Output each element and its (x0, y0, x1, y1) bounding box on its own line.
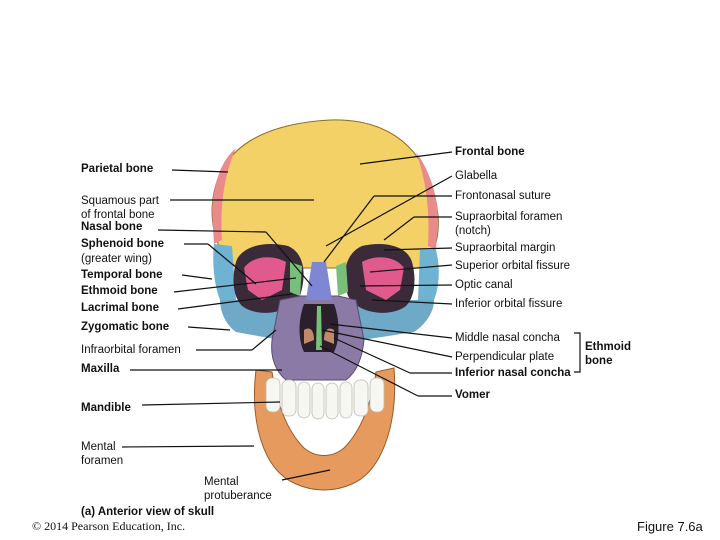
label-perpendicular-plate: Perpendicular plate (455, 351, 555, 363)
label-squamous-frontal: of frontal bone (81, 209, 155, 221)
label-squamous-part: Squamous part (81, 195, 159, 207)
temporal-bone-right-shape (418, 250, 439, 300)
ethmoid-right-shape (336, 262, 348, 296)
label-mental-foramen: Mental (81, 441, 116, 453)
vomer-shape (316, 306, 322, 350)
label-supraorbital-foramen: Supraorbital foramen (455, 211, 563, 223)
label-ethmoid-group: Ethmoid (585, 341, 631, 353)
label-mental-foramen-line2: foramen (81, 455, 124, 467)
mandible-shape (254, 367, 396, 491)
label-parietal-bone: Parietal bone (81, 163, 154, 175)
label-nasal-bone: Nasal bone (81, 221, 143, 233)
label-maxilla: Maxilla (81, 363, 120, 375)
figure-number: Figure 7.6a (637, 519, 703, 534)
label-supraorbital-foramen-notch: (notch) (455, 225, 491, 237)
label-middle-nasal-concha: Middle nasal concha (455, 332, 560, 344)
label-optic-canal: Optic canal (455, 279, 513, 291)
inferior-concha-left-shape (304, 328, 314, 344)
figure-caption: (a) Anterior view of skull (81, 506, 215, 518)
label-mandible: Mandible (81, 402, 131, 414)
frontal-bone-shape (211, 119, 439, 269)
copyright-notice: © 2014 Pearson Education, Inc. (32, 519, 186, 533)
label-vomer: Vomer (455, 389, 490, 401)
label-sphenoid-greater-wing: (greater wing) (81, 253, 152, 265)
parietal-bone-left-shape (212, 148, 236, 244)
label-ethmoid-group-bone: bone (585, 355, 613, 367)
parietal-bone-right-shape (416, 152, 438, 250)
label-mental-protuberance: Mental (204, 476, 239, 488)
teeth-group (265, 377, 385, 420)
leader-lines (121, 151, 581, 481)
label-inferior-orbital-fissure: Inferior orbital fissure (455, 298, 563, 310)
label-frontonasal-suture: Frontonasal suture (455, 190, 551, 202)
sphenoid-left-shape (244, 257, 286, 300)
label-lacrimal-bone: Lacrimal bone (81, 302, 159, 314)
label-frontal-bone: Frontal bone (455, 146, 525, 158)
label-sphenoid-bone: Sphenoid bone (81, 238, 165, 250)
label-mental-protuberance-line2: protuberance (204, 490, 272, 502)
label-ethmoid-bone: Ethmoid bone (81, 285, 158, 297)
label-glabella: Glabella (455, 170, 498, 182)
sphenoid-right-shape (362, 257, 404, 300)
label-supraorbital-margin: Supraorbital margin (455, 242, 556, 254)
label-infraorbital-foramen: Infraorbital foramen (81, 344, 181, 356)
label-inferior-nasal-concha: Inferior nasal concha (455, 367, 571, 379)
nasal-bone-shape (306, 262, 332, 300)
label-temporal-bone: Temporal bone (81, 269, 163, 281)
label-zygomatic-bone: Zygomatic bone (81, 321, 170, 333)
label-superior-orbital-fissure: Superior orbital fissure (455, 260, 571, 272)
